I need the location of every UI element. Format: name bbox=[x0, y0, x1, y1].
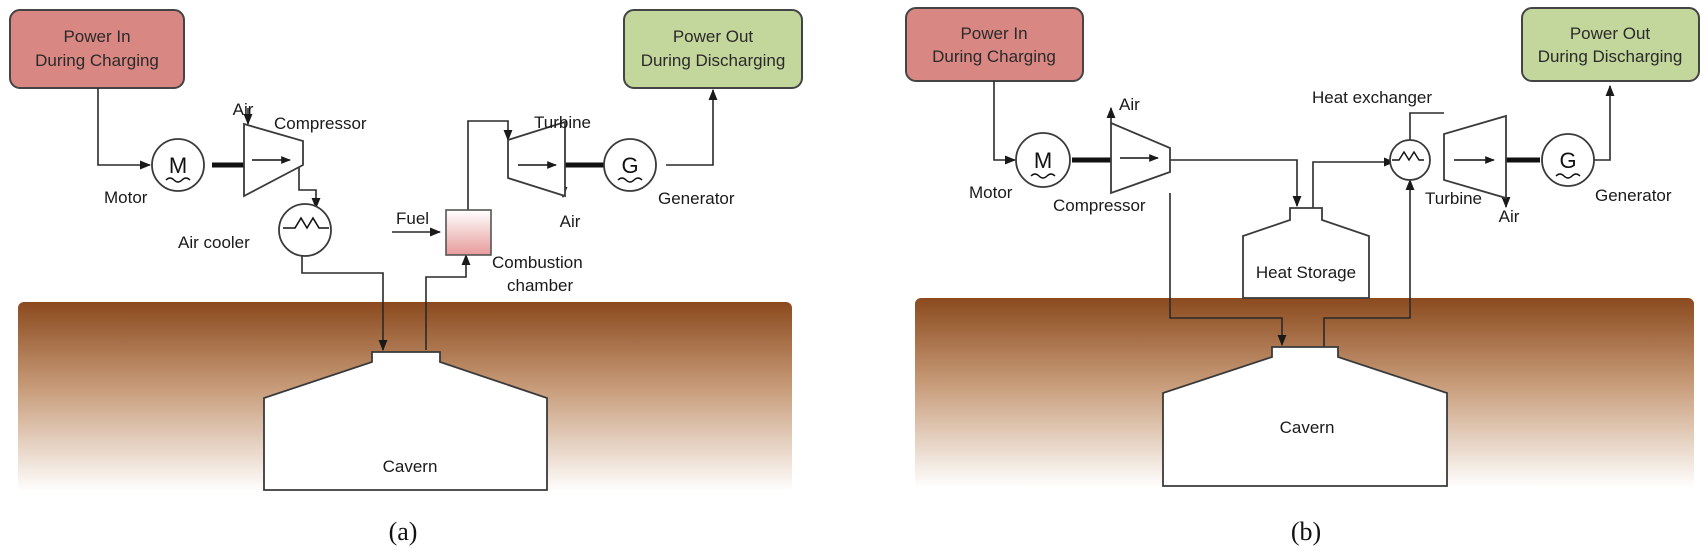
combustion-to-turbine-line-a bbox=[467, 120, 513, 210]
air-in-label-b: Air bbox=[1119, 95, 1140, 114]
power-out-line1-b: Power Out bbox=[1570, 24, 1651, 43]
caption-b: (b) bbox=[1291, 517, 1321, 546]
combustion-label-line2-a: chamber bbox=[507, 276, 573, 295]
cavern-icon-b bbox=[1162, 346, 1448, 487]
cavern-icon-a bbox=[263, 351, 548, 491]
motor-symbol-b: M bbox=[1034, 148, 1052, 173]
compressor-to-cooler-line-a bbox=[298, 155, 321, 210]
turbine-icon-a bbox=[507, 120, 566, 198]
compressor-to-cavern-line-b bbox=[1169, 193, 1287, 347]
compressor-icon-b bbox=[1110, 121, 1171, 195]
power-in-line-b bbox=[993, 81, 1017, 165]
power-in-line1-a: Power In bbox=[63, 27, 130, 46]
cavern-label-b: Cavern bbox=[1280, 418, 1335, 437]
generator-label-a: Generator bbox=[658, 189, 735, 208]
air-cooler-label-a: Air cooler bbox=[178, 233, 250, 252]
motor-label-a: Motor bbox=[104, 188, 148, 207]
caption-a: (a) bbox=[389, 517, 418, 546]
compressor-label-a: Compressor bbox=[274, 114, 367, 133]
diagram-b: Power In During Charging Power Out Durin… bbox=[905, 7, 1700, 546]
generator-symbol-a: G bbox=[621, 153, 638, 178]
power-out-box-b: Power Out During Discharging bbox=[1521, 7, 1700, 82]
combustion-chamber-icon-a bbox=[445, 209, 492, 256]
power-in-line-a bbox=[97, 88, 152, 170]
compressor-to-storage-line-b bbox=[1168, 159, 1302, 208]
power-out-line2-b: During Discharging bbox=[1538, 47, 1683, 66]
generator-label-b: Generator bbox=[1595, 186, 1672, 205]
generator-to-power-out-line-b bbox=[1592, 84, 1615, 161]
power-out-box-a: Power Out During Discharging bbox=[623, 9, 803, 89]
air-in-label-a: Air bbox=[233, 100, 254, 119]
power-out-line1-a: Power Out bbox=[673, 27, 754, 46]
cavern-to-combustion-line-a bbox=[425, 253, 471, 350]
generator-icon-b: G bbox=[1541, 133, 1595, 187]
power-in-box-b: Power In During Charging bbox=[905, 7, 1084, 82]
power-in-box-a: Power In During Charging bbox=[9, 9, 185, 89]
turbine-label-a: Turbine bbox=[534, 113, 591, 132]
combustion-label-line1-a: Combustion bbox=[492, 253, 583, 272]
cooler-to-cavern-line-a bbox=[301, 243, 388, 352]
air-cooler-icon-a bbox=[278, 203, 332, 257]
diagram-a: Power In During Charging Power Out Durin… bbox=[9, 9, 803, 546]
motor-icon-a: M bbox=[151, 138, 205, 192]
generator-icon-a: G bbox=[603, 138, 657, 192]
air-out-label-b: Air bbox=[1499, 207, 1520, 226]
motor-icon-b: M bbox=[1015, 132, 1071, 188]
power-in-line1-b: Power In bbox=[960, 24, 1027, 43]
cavern-label-a: Cavern bbox=[383, 457, 438, 476]
power-out-line2-a: During Discharging bbox=[641, 51, 786, 70]
storage-to-exchanger-line-b bbox=[1312, 157, 1396, 211]
fuel-label-a: Fuel bbox=[396, 209, 429, 228]
cavern-to-exchanger-line-b bbox=[1323, 178, 1415, 348]
exchanger-to-turbine-line-b bbox=[1409, 112, 1444, 140]
generator-to-power-out-line-a bbox=[666, 88, 718, 166]
generator-symbol-b: G bbox=[1559, 148, 1576, 173]
heat-storage-icon-b bbox=[1242, 207, 1370, 299]
power-in-line2-b: During Charging bbox=[932, 47, 1056, 66]
heat-exchanger-icon-b bbox=[1389, 139, 1431, 181]
motor-symbol-a: M bbox=[169, 153, 187, 178]
turbine-icon-b bbox=[1443, 114, 1507, 200]
heat-storage-label-b: Heat Storage bbox=[1256, 263, 1356, 282]
power-in-line2-a: During Charging bbox=[35, 51, 159, 70]
turbine-label-b: Turbine bbox=[1425, 189, 1482, 208]
air-out-label-a: Air bbox=[560, 212, 581, 231]
compressor-icon-a bbox=[243, 122, 304, 198]
compressor-label-b: Compressor bbox=[1053, 196, 1146, 215]
motor-label-b: Motor bbox=[969, 183, 1013, 202]
heat-exchanger-label-b: Heat exchanger bbox=[1312, 88, 1432, 107]
